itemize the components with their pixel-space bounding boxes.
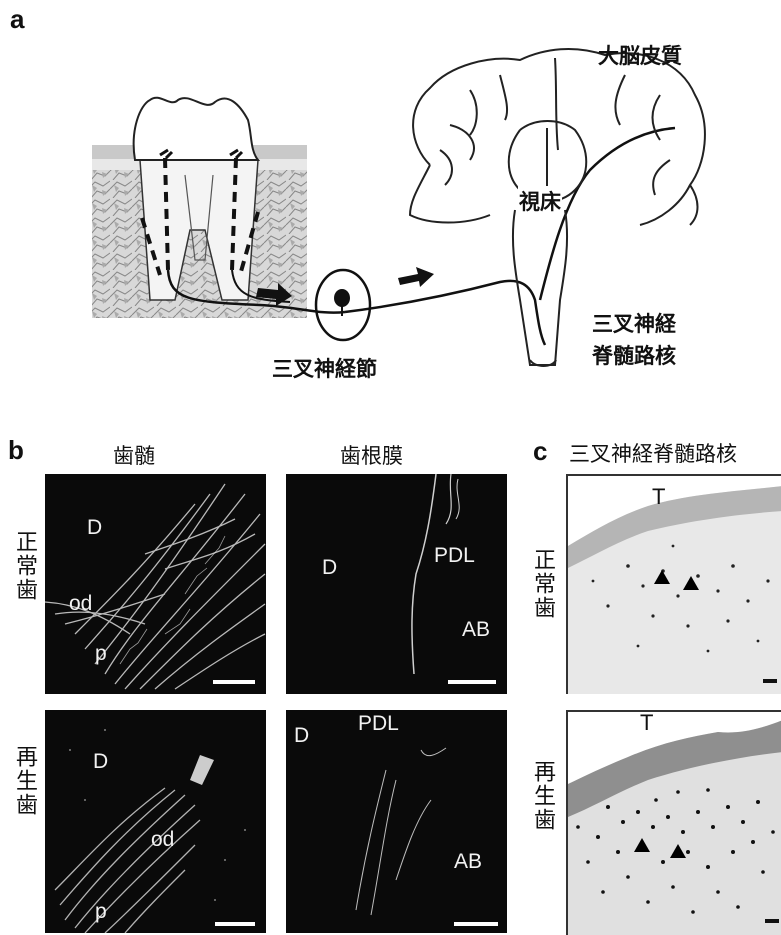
trigeminal-ganglion-label: 三叉神経節: [272, 353, 377, 383]
label-od: od: [69, 592, 92, 616]
scale-bar: [454, 922, 498, 926]
micrograph-pulp-normal: D od p: [45, 474, 266, 694]
label-t: T: [640, 710, 653, 736]
row-label-regenerated-tooth-c: 再生歯: [526, 760, 558, 832]
pulp-column-header: 歯髄: [113, 440, 155, 470]
thalamus-label: 視床: [518, 186, 562, 216]
label-pdl: PDL: [434, 544, 475, 568]
trigeminal-nucleus-label-2: 脊髄路核: [592, 340, 676, 370]
label-p: p: [95, 900, 107, 924]
label-od: od: [151, 828, 174, 852]
label-t: T: [652, 484, 665, 510]
micrograph-pulp-regenerated: D od p: [45, 710, 266, 933]
label-ab: AB: [454, 850, 482, 874]
panel-c-title: 三叉神経脊髄路核: [569, 438, 737, 468]
label-d: D: [87, 516, 102, 540]
row-label-normal-tooth-b: 正常歯: [8, 530, 40, 602]
label-d: D: [93, 750, 108, 774]
micrograph-pdl-normal: D PDL AB: [286, 474, 507, 694]
panel-c-letter: c: [533, 436, 547, 467]
micrograph-nucleus-regenerated: T: [566, 710, 781, 935]
scale-bar: [448, 680, 496, 684]
panel-b-letter: b: [8, 435, 24, 466]
pdl-column-header: 歯根膜: [340, 440, 403, 470]
label-p: p: [95, 642, 107, 666]
cortex-label: 大脳皮質: [598, 40, 682, 70]
micrograph-pdl-regenerated: D PDL AB: [286, 710, 507, 933]
micrograph-nucleus-normal: T: [566, 474, 781, 694]
label-ab: AB: [462, 618, 490, 642]
trigeminal-nucleus-label-1: 三叉神経: [592, 308, 676, 338]
row-label-normal-tooth-c: 正常歯: [526, 548, 558, 620]
row-label-regenerated-tooth-b: 再生歯: [8, 745, 40, 817]
tooth-jaw-illustration: [92, 98, 307, 318]
scale-bar: [215, 922, 255, 926]
label-d: D: [322, 556, 337, 580]
scale-bar: [213, 680, 255, 684]
label-pdl: PDL: [358, 712, 399, 736]
label-d: D: [294, 724, 309, 748]
